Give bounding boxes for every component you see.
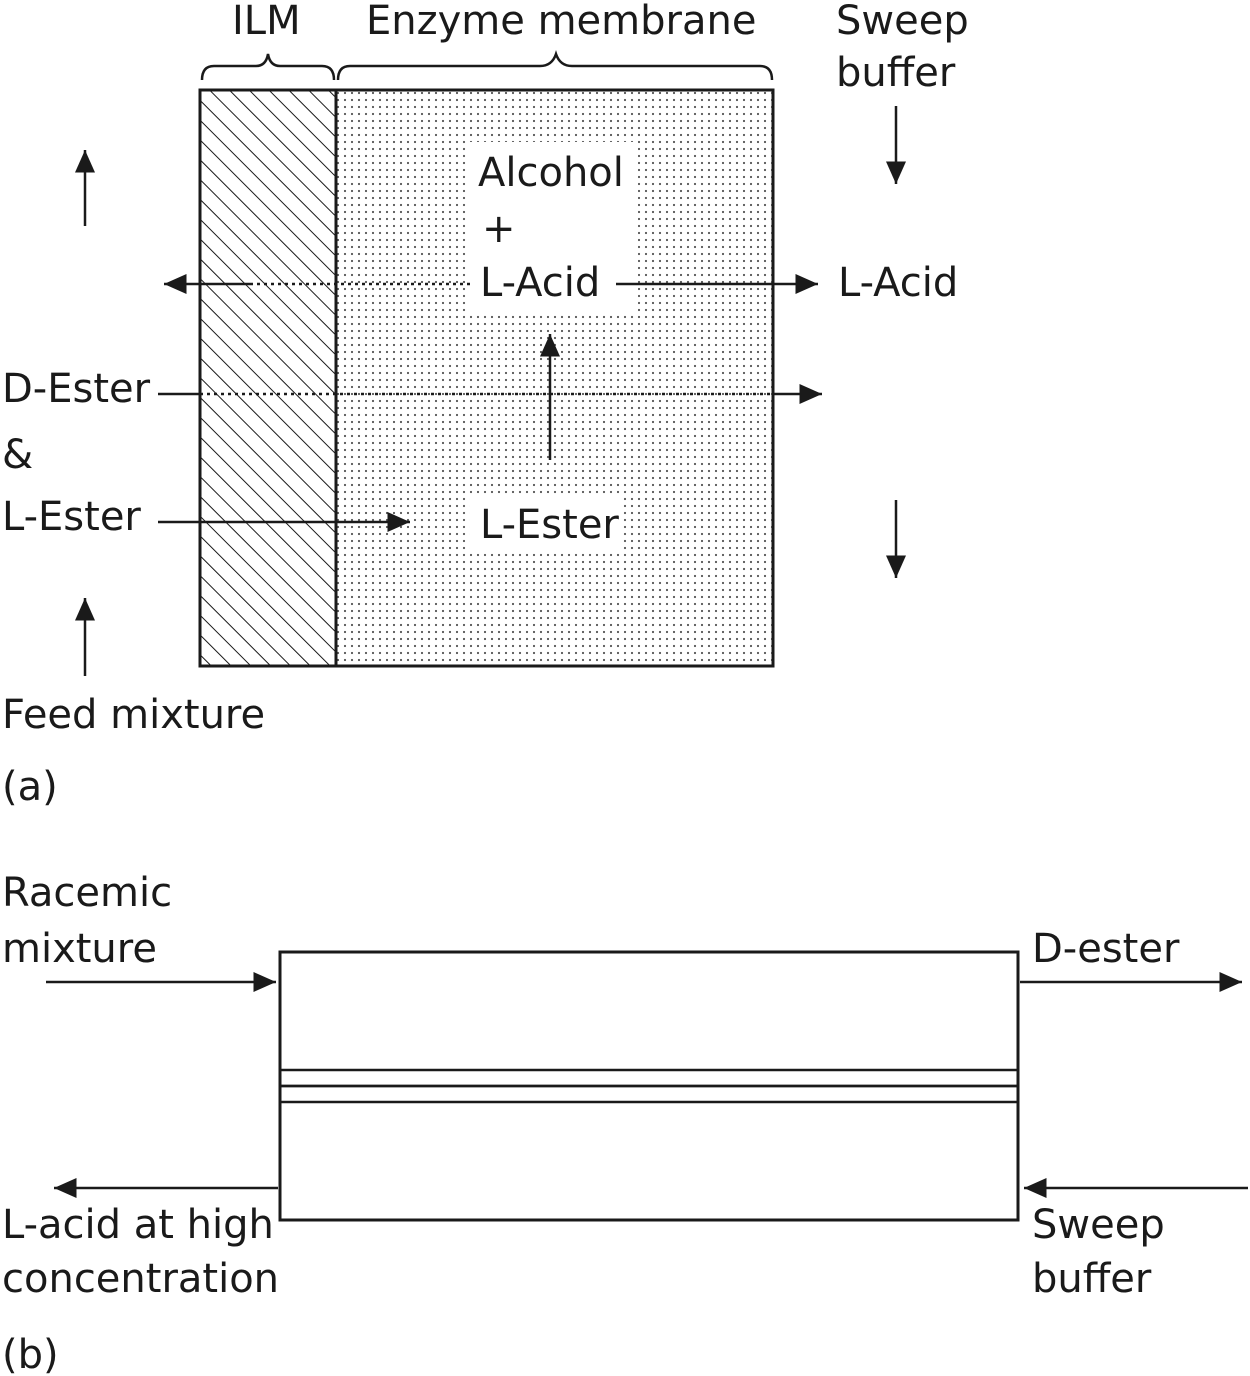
ilm-layer (198, 88, 338, 668)
sweep-buffer-label-1: Sweep (836, 0, 969, 44)
racemic-label-1: Racemic (2, 870, 172, 916)
l-acid-label-1: L-acid at high (2, 1202, 274, 1248)
alcohol-label: Alcohol (478, 150, 624, 196)
racemic-label-2: mixture (2, 926, 157, 972)
d-ester-label: D-Ester (2, 366, 151, 412)
enzyme-membrane-label: Enzyme membrane (366, 0, 756, 44)
inner-text-bg (468, 142, 638, 312)
sweep-label-2: buffer (1032, 1256, 1152, 1302)
d-ester-out-label: D-ester (1032, 926, 1180, 972)
panel-a-label: (a) (2, 764, 58, 810)
feed-mixture-label: Feed mixture (2, 692, 265, 738)
l-acid-label-2: concentration (2, 1256, 279, 1302)
panel-b: Racemic mixture D-ester L-acid at high c… (2, 870, 1248, 1376)
enzyme-brace (336, 50, 774, 81)
plus-label: + (482, 206, 516, 252)
l-ester-label: L-Ester (2, 494, 141, 540)
l-acid-out-label: L-Acid (838, 260, 958, 306)
sweep-label-1: Sweep (1032, 1202, 1165, 1248)
panel-b-label: (b) (2, 1332, 59, 1376)
enzyme-strip (278, 1084, 1020, 1104)
sweep-buffer-label-2: buffer (836, 50, 956, 96)
l-acid-inner-label: L-Acid (480, 260, 600, 306)
ilm-brace (200, 53, 336, 81)
l-ester-inner-label: L-Ester (480, 502, 619, 548)
inner-text-bg-lester (470, 497, 620, 553)
ilm-label: ILM (232, 0, 301, 44)
ampersand-label: & (2, 432, 33, 478)
panel-a: ILM Enzyme membrane Sweep buffer Alcohol… (2, 0, 969, 810)
